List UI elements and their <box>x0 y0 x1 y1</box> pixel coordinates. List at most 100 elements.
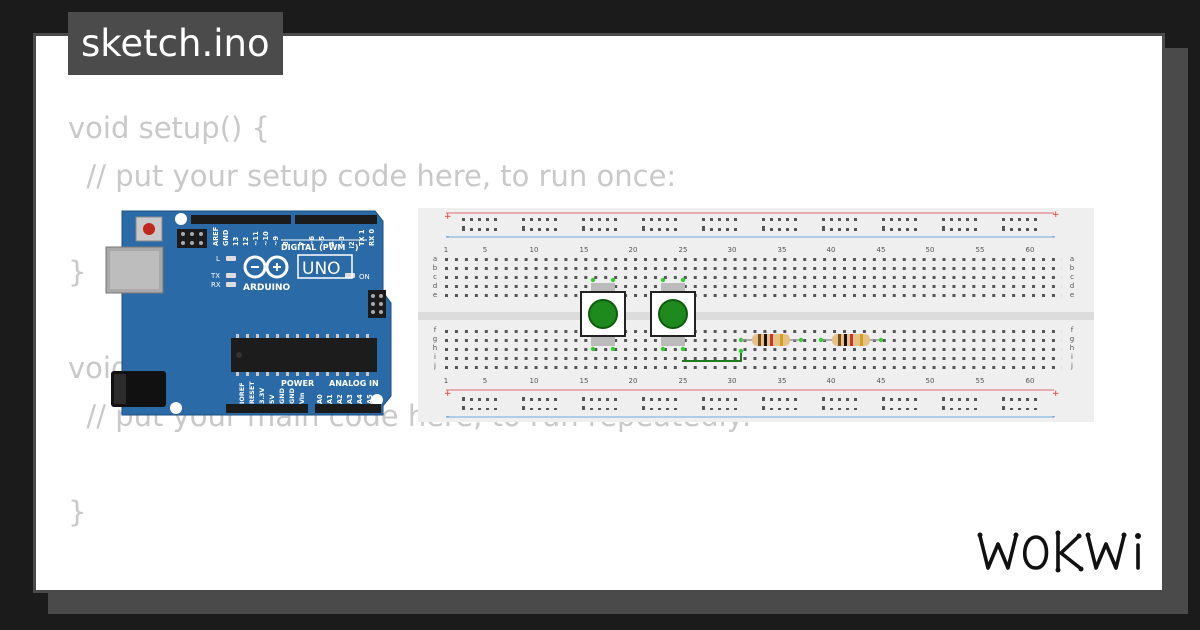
pin-marker <box>738 337 744 343</box>
svg-text:b: b <box>1070 264 1075 272</box>
pin-label: RX 0 <box>368 229 376 246</box>
pin-label: A3 <box>346 394 354 404</box>
reset-button[interactable] <box>135 216 163 242</box>
code-line: void setup() { <box>68 111 270 145</box>
usb-port[interactable] <box>105 246 164 294</box>
svg-text:60: 60 <box>1026 246 1035 254</box>
mounting-hole <box>371 394 383 406</box>
jumper-wire[interactable] <box>682 351 742 362</box>
svg-text:+: + <box>444 389 452 399</box>
pin-label: 4 <box>328 241 336 246</box>
mounting-hole <box>170 402 182 414</box>
pin-label: ~9 <box>272 235 280 246</box>
svg-text:c: c <box>433 273 437 281</box>
svg-text:10: 10 <box>530 246 539 254</box>
svg-text:j: j <box>433 362 436 370</box>
svg-text:45: 45 <box>877 377 886 385</box>
pin-label: ~5 <box>318 235 326 246</box>
code-line: } <box>68 255 87 289</box>
pin-label: A1 <box>326 394 334 404</box>
center-channel <box>418 312 1094 320</box>
svg-text:b: b <box>433 264 438 272</box>
pushbutton[interactable] <box>650 277 696 352</box>
arduino-brand-label: ARDUINO <box>243 283 291 293</box>
pin-label: 8 <box>282 241 290 246</box>
pin-label: GND <box>222 229 230 246</box>
svg-text:-: - <box>446 412 449 422</box>
bottom-power-rail[interactable]: + + - - <box>444 389 1060 422</box>
svg-text:d: d <box>433 282 437 290</box>
analog-label: ANALOG IN <box>329 379 379 388</box>
column-numbers-bottom: 1 5 10 15 20 25 30 35 40 45 50 55 60 <box>444 377 1035 385</box>
arduino-uno[interactable]: AREF GND 13 12 ~11 ~10 ~9 8 7 ~6 ~5 4 ~3… <box>105 208 395 418</box>
svg-text:L: L <box>216 255 220 263</box>
svg-text:g: g <box>1070 335 1074 343</box>
arduino-infinity-logo <box>243 255 289 279</box>
pin-label: A4 <box>356 394 364 404</box>
file-tab-label: sketch.ino <box>81 22 270 65</box>
pin-label: 12 <box>242 236 250 246</box>
resistor[interactable] <box>741 334 804 346</box>
digital-pin-labels: AREF GND 13 12 ~11 ~10 ~9 8 7 ~6 ~5 4 ~3… <box>212 227 376 246</box>
svg-text:40: 40 <box>827 377 836 385</box>
power-pin-labels: IOREF RESET 3.3V 5V GND GND Vin <box>238 381 306 404</box>
svg-text:-: - <box>446 232 449 242</box>
svg-text:15: 15 <box>580 246 589 254</box>
row-letters-left: a b c d e f g h i j <box>433 255 438 370</box>
svg-text:+: + <box>1052 389 1060 399</box>
svg-text:f: f <box>434 326 437 334</box>
pushbutton[interactable] <box>580 277 626 352</box>
svg-text:i: i <box>434 353 436 361</box>
svg-text:55: 55 <box>976 377 985 385</box>
svg-text:35: 35 <box>778 377 787 385</box>
file-tab[interactable]: sketch.ino <box>68 12 283 75</box>
svg-text:+: + <box>444 212 452 222</box>
pin-label: ~3 <box>338 235 346 246</box>
svg-text:30: 30 <box>728 246 737 254</box>
svg-text:d: d <box>1070 282 1074 290</box>
pin-label: IOREF <box>238 383 246 404</box>
svg-text:e: e <box>433 291 437 299</box>
digital-header[interactable] <box>191 215 377 224</box>
top-power-rail[interactable]: + + - - <box>444 210 1060 242</box>
svg-text:i: i <box>1071 353 1073 361</box>
pin-label: 5V <box>268 395 276 404</box>
svg-text:h: h <box>1070 344 1074 352</box>
analog-pin-labels: A0 A1 A2 A3 A4 A5 <box>316 394 374 404</box>
pin-label: 3.3V <box>258 388 266 404</box>
pin-label: 2 <box>348 241 356 246</box>
tx-led: TX <box>210 272 236 280</box>
l-led: L <box>216 255 236 263</box>
icsp2-header <box>368 290 386 318</box>
svg-text:j: j <box>1070 362 1073 370</box>
resistor[interactable] <box>818 334 884 346</box>
svg-text:RX: RX <box>211 281 221 289</box>
svg-text:40: 40 <box>827 246 836 254</box>
power-header[interactable] <box>226 404 381 413</box>
svg-text:1: 1 <box>444 246 448 254</box>
svg-text:g: g <box>433 335 437 343</box>
svg-text:5: 5 <box>483 377 487 385</box>
svg-text:c: c <box>1070 273 1074 281</box>
svg-text:TX: TX <box>210 272 220 280</box>
svg-text:20: 20 <box>629 377 638 385</box>
breadboard[interactable]: + + - - + + - - 1 5 10 15 20 25 30 35 40… <box>418 208 1094 422</box>
svg-text:a: a <box>433 255 437 263</box>
svg-text:55: 55 <box>976 246 985 254</box>
terminal-strip-top[interactable] <box>445 258 1062 301</box>
pin-label: A2 <box>336 394 344 404</box>
pin-label: ~10 <box>262 231 270 246</box>
svg-text:-: - <box>1052 232 1055 242</box>
rx-led: RX <box>211 281 236 289</box>
pin-label: ~6 <box>308 235 316 246</box>
uno-badge: UNO <box>297 254 353 279</box>
svg-text:25: 25 <box>679 377 688 385</box>
svg-text:50: 50 <box>926 246 935 254</box>
digital-label: DIGITAL (PWM ~) <box>281 243 359 252</box>
svg-text:1: 1 <box>444 377 448 385</box>
pin-label: A0 <box>316 394 324 404</box>
pin-marker <box>738 348 744 354</box>
svg-text:10: 10 <box>530 377 539 385</box>
power-jack[interactable] <box>111 371 166 407</box>
power-label: POWER <box>281 379 314 388</box>
